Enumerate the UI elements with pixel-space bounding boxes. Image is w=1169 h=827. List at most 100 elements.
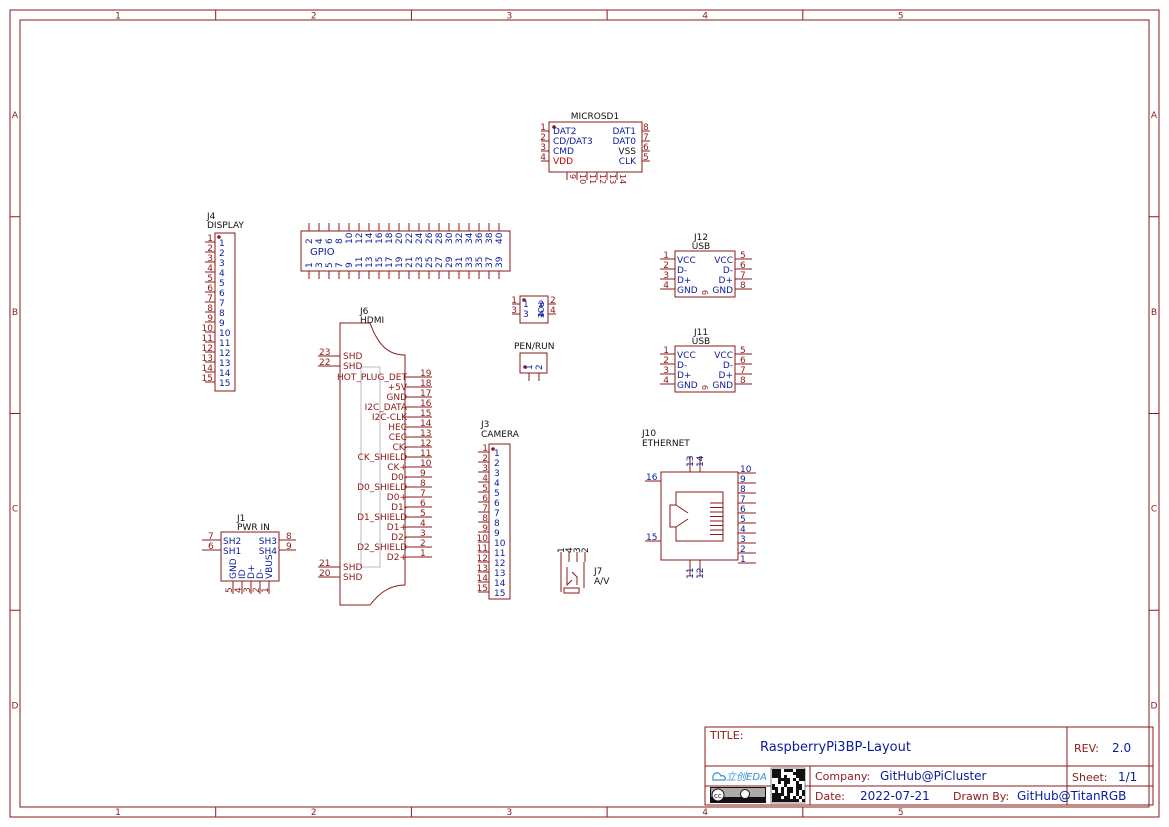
gpio-pin-number: 24 <box>415 232 425 244</box>
qr-module <box>787 790 790 793</box>
pin-number: 2 <box>420 539 426 549</box>
pin-number: 5 <box>420 509 426 519</box>
frame-col-label-top: 2 <box>311 12 317 22</box>
pin-name: VSS <box>618 147 636 157</box>
pin-name: CLK <box>619 157 637 167</box>
qr-module <box>799 778 802 781</box>
pin-name: 11 <box>219 339 230 349</box>
pin-number: 13 <box>420 429 431 439</box>
frame-col-label-bottom: 2 <box>311 808 317 818</box>
pin-number: 7 <box>643 133 649 143</box>
gpio-pin-number: 31 <box>455 257 465 268</box>
pin-name: HOT_PLUG_DET <box>337 373 408 383</box>
pin-name: DAT2 <box>553 127 576 137</box>
qr-module <box>802 793 805 796</box>
pin-number: 14 <box>618 174 627 184</box>
pin-name: CK_SHIELD <box>358 453 408 463</box>
pin-number: 9 <box>740 475 746 485</box>
frame-col-label-top: 1 <box>115 12 121 22</box>
pin-number: 10 <box>202 324 214 334</box>
pin-name: HEC <box>388 423 407 433</box>
pin-name: VCC <box>677 351 696 361</box>
hdmi-inner-outline <box>360 366 381 568</box>
qr-module <box>784 778 787 781</box>
gpio-pin-number: 34 <box>465 232 475 244</box>
qr-module <box>781 793 784 796</box>
pin-number: 2 <box>207 244 213 254</box>
qr-module <box>784 769 787 772</box>
qr-module <box>796 775 799 778</box>
qr-module <box>781 778 784 781</box>
pin-name: 13 <box>219 359 230 369</box>
gpio-pin-number: 40 <box>495 232 505 244</box>
pin-number: 2 <box>581 547 591 553</box>
gpio-pin-number: 8 <box>335 238 345 244</box>
qr-module <box>787 796 790 799</box>
pin-name: D+ <box>677 276 691 286</box>
gpio-pin-number: 2 <box>305 238 315 244</box>
pin-number: 3 <box>540 143 546 153</box>
pin-number: 10 <box>477 534 489 544</box>
pin-number: 12 <box>202 344 213 354</box>
qr-module <box>781 790 784 793</box>
gpio-pin-number: 18 <box>385 232 395 244</box>
pin-number: 1 <box>420 549 426 559</box>
pin-number: 6 <box>208 542 214 552</box>
qr-module <box>793 772 796 775</box>
cc-text: cc <box>714 792 722 800</box>
qr-module <box>778 769 781 772</box>
qr-module <box>775 775 778 778</box>
logo-text: 立创EDA <box>726 771 767 783</box>
pin-name: GND <box>229 558 239 579</box>
pin-name: 14 <box>494 579 506 589</box>
pin-number: 13 <box>608 174 617 184</box>
pin-name: 7 <box>219 299 225 309</box>
pin-name: CMD <box>553 147 574 157</box>
pin-number: 8 <box>643 123 649 133</box>
pin-number: 8 <box>740 376 746 386</box>
gpio-pin-number: 4 <box>315 238 325 244</box>
qr-module <box>775 772 778 775</box>
pin-number: 3 <box>482 464 488 474</box>
pin-number: 1 <box>663 251 669 261</box>
pin1-marker <box>552 125 556 129</box>
pin-number: 7 <box>207 294 213 304</box>
qr-module <box>772 775 775 778</box>
drawn-label: Drawn By: <box>953 790 1009 803</box>
frame-col-label-bottom: 1 <box>115 808 121 818</box>
qr-module <box>775 793 778 796</box>
qr-module <box>790 790 793 793</box>
usb-value: USB <box>692 242 710 252</box>
qr-module <box>799 787 802 790</box>
pin-number: 4 <box>207 264 213 274</box>
qr-module <box>772 799 775 802</box>
frame-row-label-right: C <box>1151 505 1157 515</box>
hdmi-value: HDMI <box>360 316 384 326</box>
pin-number: 14 <box>420 419 432 429</box>
pin-number: 1 <box>663 346 669 356</box>
pin-name: 6 <box>219 289 225 299</box>
gpio-pin-number: 35 <box>475 257 485 268</box>
gpio-pin-number: 30 <box>445 232 455 244</box>
qr-module <box>796 790 799 793</box>
pin-number: 3 <box>511 306 517 316</box>
qr-module <box>784 775 787 778</box>
qr-module <box>796 793 799 796</box>
pin-name: DAT1 <box>613 127 636 137</box>
pin1-marker <box>522 298 526 302</box>
pin-name: D0- <box>391 473 407 483</box>
gpio-pin-number: 12 <box>355 233 365 244</box>
qr-module <box>781 787 784 790</box>
pin-number: 5 <box>225 587 235 593</box>
qr-module <box>802 772 805 775</box>
symbol-body <box>300 230 511 272</box>
qr-module <box>778 775 781 778</box>
pin-name: 4 <box>538 310 544 320</box>
hdmi-ref: J6 <box>359 307 369 317</box>
pin-number: 22 <box>319 358 330 368</box>
pin-name: D1+ <box>387 523 407 533</box>
pin-name: D1_SHIELD <box>357 513 407 523</box>
